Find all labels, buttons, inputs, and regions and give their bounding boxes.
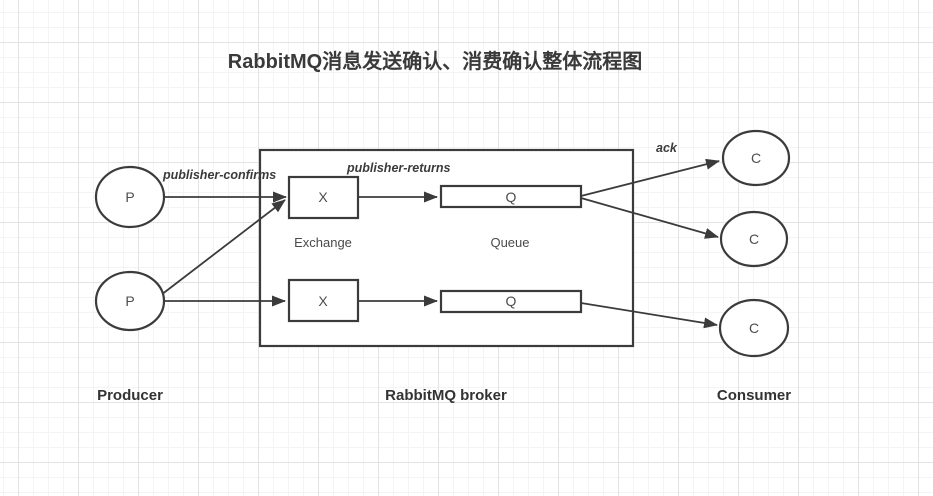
queue-node-1 [439, 184, 583, 209]
queue-node-2-label: Q [506, 293, 517, 309]
footer-label-producer: Producer [97, 387, 163, 404]
label-publisher-returns: publisher-returns [346, 161, 451, 175]
edge-queue1-consumer2 [580, 197, 719, 239]
edge-queue1-consumer1 [580, 158, 720, 197]
caption-queue: Queue [490, 235, 529, 250]
consumer-node-1-label: C [751, 150, 761, 166]
consumer-node-3 [718, 298, 790, 358]
consumer-node-2-label: C [749, 231, 759, 247]
producer-node-1 [94, 165, 166, 229]
producer-node-1-label: P [125, 189, 134, 205]
diagram-title: RabbitMQ消息发送确认、消费确认整体流程图 [228, 49, 642, 73]
producer-node-2-label: P [125, 293, 134, 309]
caption-exchange: Exchange [294, 235, 352, 250]
label-publisher-confirms: publisher-confirms [162, 168, 276, 182]
exchange-node-1 [287, 175, 360, 220]
footer-label-broker: RabbitMQ broker [385, 387, 507, 404]
queue-node-1-label: Q [506, 189, 517, 205]
edge-producer2-exchange1 [160, 199, 286, 296]
consumer-node-2 [719, 210, 789, 268]
exchange-node-2-label: X [318, 293, 328, 309]
producer-node-2 [94, 270, 166, 332]
exchange-node-1-label: X [318, 189, 328, 205]
label-ack: ack [656, 141, 678, 155]
footer-label-consumer: Consumer [717, 387, 791, 404]
consumer-node-3-label: C [749, 320, 759, 336]
edge-queue2-consumer3 [580, 302, 718, 329]
consumer-node-1 [721, 129, 791, 187]
exchange-node-2 [287, 278, 360, 323]
queue-node-2 [439, 289, 583, 314]
